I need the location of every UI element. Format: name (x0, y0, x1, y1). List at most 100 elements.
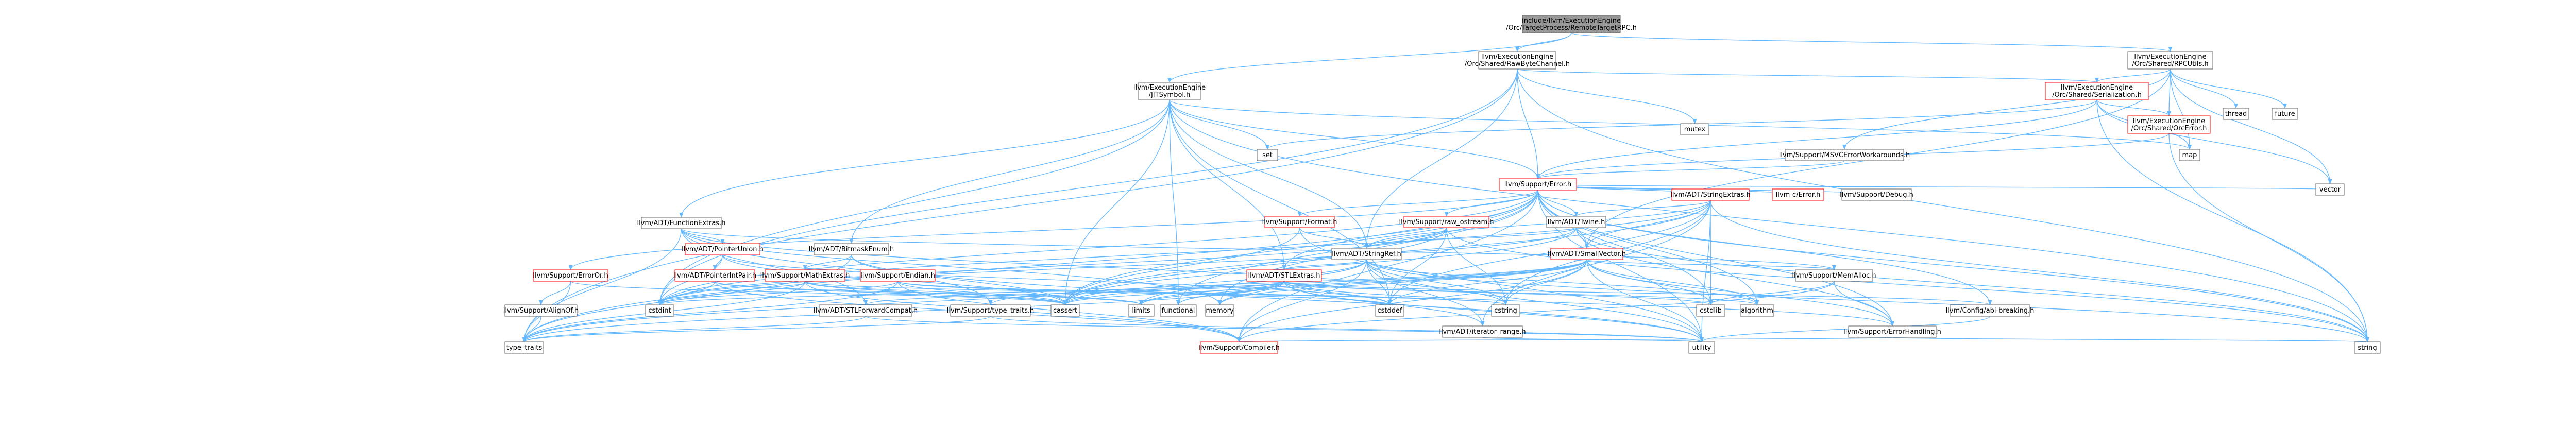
node-mutex[interactable]: mutex (1680, 123, 1709, 135)
node-limits[interactable]: limits (1128, 304, 1155, 317)
node-rawostream[interactable]: llvm/Support/raw_ostream.h (1399, 216, 1494, 228)
node-label: type_traits (506, 344, 543, 352)
node-ptrunion[interactable]: llvm/ADT/PointerUnion.h (682, 243, 764, 255)
node-jitsymbol[interactable]: llvm/ExecutionEngine/JITSymbol.h (1133, 82, 1206, 100)
node-box (950, 304, 1031, 317)
node-cstdint[interactable]: cstdint (645, 304, 674, 317)
node-label: llvm/ADT/PointerUnion.h (682, 246, 764, 253)
node-box (1403, 216, 1489, 228)
edge-strext-to-string (1710, 200, 2369, 342)
edge-errorort-to-cassert (570, 281, 1067, 305)
node-memalloc[interactable]: llvm/Support/MemAlloc.h (1792, 269, 1876, 282)
node-memory[interactable]: memory (1205, 304, 1234, 317)
node-vector[interactable]: vector (2315, 183, 2345, 196)
node-compiler[interactable]: llvm/Support/Compiler.h (1198, 341, 1280, 354)
edge-bitmask-to-mathext (803, 254, 852, 270)
node-msvc[interactable]: llvm/Support/MSVCErrorWorkarounds.h (1779, 149, 1910, 161)
edge-ptrunion-to-cstddef (722, 254, 1392, 305)
node-twine[interactable]: llvm/ADT/Twine.h (1546, 216, 1606, 228)
node-mathext[interactable]: llvm/Support/MathExtras.h (760, 269, 850, 282)
node-stlext[interactable]: llvm/ADT/STLExtras.h (1246, 269, 1322, 282)
node-iterrange[interactable]: llvm/ADT/iterator_range.h (1439, 325, 1526, 338)
node-label: algorithm (1741, 307, 1773, 315)
node-endian[interactable]: llvm/Support/Endian.h (860, 269, 936, 282)
node-debug[interactable]: llvm/Support/Debug.h (1840, 188, 1913, 201)
node-algorithm[interactable]: algorithm (1740, 304, 1774, 317)
node-label: utility (1692, 344, 1711, 352)
node-utility[interactable]: utility (1688, 341, 1715, 354)
edge-serial-to-vector (2096, 99, 2332, 184)
node-label: cstdlib (1700, 307, 1722, 315)
edge-strext-to-cstddef (1387, 200, 1711, 305)
node-bitmask[interactable]: llvm/ADT/BitmaskEnum.h (809, 243, 894, 255)
node-box (1671, 188, 1750, 201)
node-box (674, 269, 755, 282)
node-ptrintpair[interactable]: llvm/ADT/PointerIntPair.h (673, 269, 756, 282)
node-box (1128, 304, 1155, 317)
node-error[interactable]: llvm/Support/Error.h (1499, 178, 1577, 191)
node-string[interactable]: string (2354, 341, 2381, 354)
node-box (1138, 82, 1201, 100)
node-stringref[interactable]: llvm/ADT/StringRef.h (1331, 248, 1402, 260)
edge-stlext-to-limits (1139, 281, 1285, 305)
node-serial[interactable]: llvm/ExecutionEngine/Orc/Shared/Serializ… (2045, 82, 2149, 100)
node-box (2179, 149, 2200, 161)
node-box (814, 243, 889, 255)
node-typetraits[interactable]: type_traits (504, 341, 544, 354)
node-rpcutils[interactable]: llvm/ExecutionEngine/Orc/Shared/RPCUtils… (2127, 51, 2213, 70)
node-smallvec[interactable]: llvm/ADT/SmallVector.h (1548, 248, 1626, 260)
edge-rawbyte-to-typetraits (522, 68, 1518, 342)
node-cassert[interactable]: cassert (1050, 304, 1080, 317)
node-label: functional (1162, 307, 1195, 315)
edge-error-to-rawostream (1444, 190, 1538, 217)
node-box (2045, 82, 2149, 100)
node-label: /Orc/Shared/OrcError.h (2131, 125, 2207, 132)
node-box (1478, 51, 1556, 70)
edge-jitsymbol-to-string (1169, 99, 2369, 342)
node-box (1696, 304, 1725, 317)
node-label: llvm/ADT/Twine.h (1548, 218, 1605, 226)
node-label: llvm/ADT/StringExtras.h (1670, 191, 1750, 199)
node-box (1331, 248, 1402, 260)
edge-serial-to-error (1536, 99, 2097, 179)
edge-smallvec-to-utility (1586, 259, 1704, 342)
node-alignof[interactable]: llvm/Support/AlignOf.h (503, 304, 579, 317)
node-box (504, 304, 578, 317)
node-format[interactable]: llvm/Support/Format.h (1262, 216, 1337, 228)
node-future[interactable]: future (2272, 108, 2298, 120)
node-map[interactable]: map (2179, 149, 2200, 161)
node-thread[interactable]: thread (2223, 108, 2249, 120)
node-errorort[interactable]: llvm/Support/ErrorOr.h (533, 269, 608, 282)
edge-stlext-to-memory (1217, 281, 1285, 305)
node-cerror[interactable]: llvm-c/Error.h (1772, 188, 1824, 201)
node-errhandling[interactable]: llvm/Support/ErrorHandling.h (1843, 325, 1941, 338)
node-cstring[interactable]: cstring (1491, 304, 1520, 317)
node-orcerror[interactable]: llvm/ExecutionEngine/Orc/Shared/OrcError… (2127, 115, 2211, 134)
node-cstddef[interactable]: cstddef (1375, 304, 1404, 317)
edge-rpcutils-to-vector (2170, 68, 2332, 184)
node-funcext[interactable]: llvm/ADT/FunctionExtras.h (637, 217, 726, 229)
node-box (1688, 341, 1715, 354)
node-label: future (2275, 110, 2295, 118)
node-set[interactable]: set (1257, 149, 1278, 161)
edge-smallvec-to-memalloc (1586, 259, 1836, 270)
node-label: /Orc/Shared/Serialization.h (2052, 91, 2142, 99)
node-box (1442, 325, 1523, 338)
node-box (1257, 149, 1278, 161)
node-strext[interactable]: llvm/ADT/StringExtras.h (1670, 188, 1751, 201)
edge-smallvec-to-typetraitsllvm (988, 259, 1587, 305)
edge-error-to-errorort (568, 190, 1538, 270)
edge-twine-to-string (1575, 227, 2369, 342)
node-label: llvm/Support/AlignOf.h (503, 307, 579, 315)
edge-orcerror-to-string (2168, 133, 2369, 342)
node-configabi[interactable]: llvm/Config/abi-breaking.h (1946, 304, 2035, 317)
node-typetraitsllvm[interactable]: llvm/Support/type_traits.h (947, 304, 1035, 317)
node-label: llvm/Config/abi-breaking.h (1946, 307, 2035, 315)
node-functional[interactable]: functional (1160, 304, 1197, 317)
edge-rpcutils-to-msvc (1842, 68, 2171, 150)
node-rawbyte[interactable]: llvm/ExecutionEngine/Orc/Shared/RawByteC… (1465, 51, 1570, 70)
edge-error-to-cstdint (657, 190, 1538, 305)
edge-stlext-to-cstdlib (1283, 281, 1713, 305)
node-stlfwd[interactable]: llvm/ADT/STLForwardCompat.h (814, 304, 918, 317)
node-cstdlib[interactable]: cstdlib (1696, 304, 1725, 317)
